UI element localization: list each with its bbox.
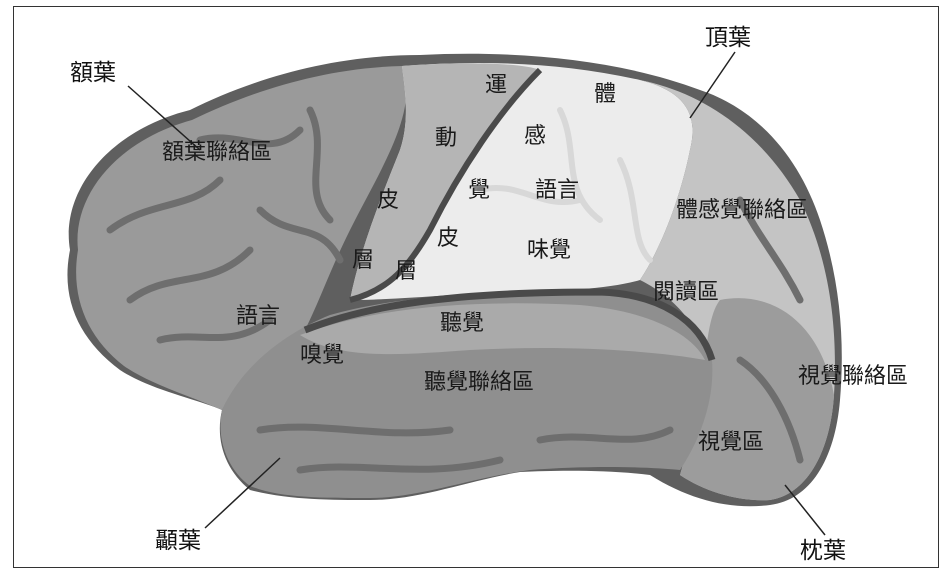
language-area-label-lower: 語言 (236, 306, 280, 328)
frontal-association-label: 額葉聯絡區 (162, 142, 272, 164)
frontal-lobe-label: 額葉 (70, 62, 116, 85)
somatosensory-char-2: 感 (524, 126, 546, 148)
taste-area-label: 味覺 (527, 240, 571, 262)
hearing-area-label: 聽覺 (440, 313, 484, 335)
reading-area-label: 閱讀區 (653, 282, 719, 304)
somatosensory-association-label: 體感覺聯絡區 (676, 200, 808, 222)
motor-cortex-char-1: 運 (485, 75, 507, 97)
motor-cortex-char-3: 皮 (377, 190, 399, 212)
visual-association-label: 視覺聯絡區 (798, 366, 908, 388)
motor-cortex-char-4: 層 (352, 250, 374, 272)
occipital-lobe-label: 枕葉 (800, 540, 846, 563)
smell-area-label: 嗅覺 (300, 345, 344, 367)
auditory-association-label: 聽覺聯絡區 (424, 372, 534, 394)
visual-area-label: 視覺區 (698, 432, 764, 454)
parietal-lobe-label: 頂葉 (705, 27, 751, 50)
language-area-label-upper: 語言 (535, 180, 579, 202)
motor-cortex-char-2: 動 (435, 128, 457, 150)
temporal-lobe-label: 顳葉 (155, 530, 201, 553)
somatosensory-char-5: 層 (395, 261, 417, 283)
somatosensory-char-4: 皮 (437, 228, 459, 250)
occipital-leader-line (785, 485, 825, 535)
somatosensory-char-3: 覺 (468, 180, 490, 202)
somatosensory-char-1: 體 (594, 84, 616, 106)
